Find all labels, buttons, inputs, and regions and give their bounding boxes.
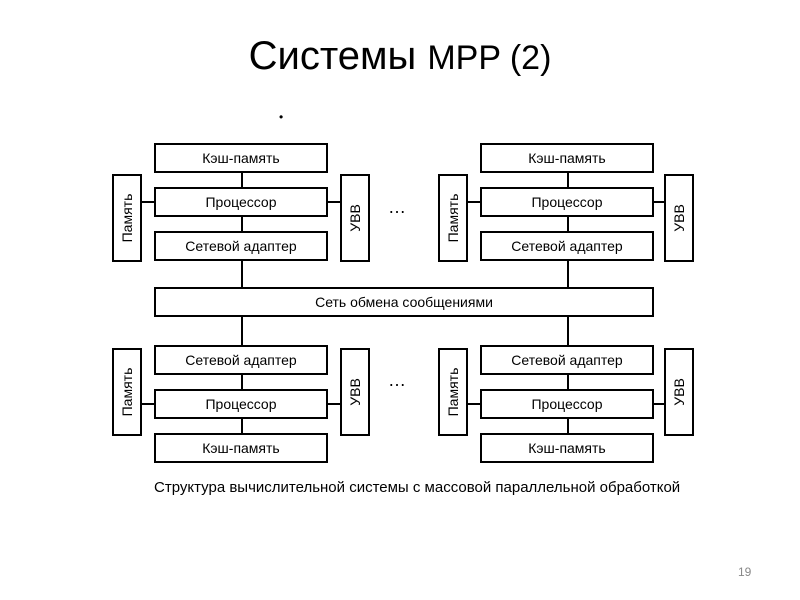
cache-memory-box: Кэш-память [480,143,654,173]
memory-box: Память [438,174,468,262]
memory-box: Память [438,348,468,436]
cache-memory-box: Кэш-память [480,433,654,463]
processor-box: Процессор [154,187,328,217]
connector-line [142,201,154,203]
connector-line [241,419,243,433]
connector-line [241,375,243,389]
connector-line [654,201,664,203]
connector-line [567,217,569,231]
connector-line [241,261,243,287]
network-adapter-box: Сетевой адаптер [154,231,328,261]
memory-label: Память [119,367,135,417]
cache-memory-box: Кэш-память [154,143,328,173]
connector-line [468,201,480,203]
diagram-caption: Структура вычислительной системы с массо… [154,479,681,496]
io-device-box: УВВ [340,348,370,436]
connector-line [328,201,340,203]
cache-memory-box: Кэш-память [154,433,328,463]
io-label: УВВ [347,378,363,406]
bullet-dot: • [279,110,284,124]
connector-line [241,317,243,345]
processor-box: Процессор [480,389,654,419]
connector-line [328,403,340,405]
connector-line [241,217,243,231]
slide-title-main: Системы [248,34,417,78]
connector-line [567,261,569,287]
io-label: УВВ [671,204,687,232]
slide-title: Системы MPP (2) [0,34,800,79]
io-device-box: УВВ [664,348,694,436]
slide-title-suffix: MPP (2) [427,39,552,77]
connector-line [567,317,569,345]
processor-box: Процессор [154,389,328,419]
network-adapter-box: Сетевой адаптер [154,345,328,375]
connector-line [654,403,664,405]
memory-box: Память [112,174,142,262]
io-label: УВВ [347,204,363,232]
memory-label: Память [119,193,135,243]
io-device-box: УВВ [664,174,694,262]
network-adapter-box: Сетевой адаптер [480,345,654,375]
connector-line [567,375,569,389]
message-network-bar: Сеть обмена сообщениями [154,287,654,317]
memory-box: Память [112,348,142,436]
connector-line [567,173,569,187]
connector-line [468,403,480,405]
connector-line [142,403,154,405]
page-number: 19 [738,565,752,579]
ellipsis-top: … [388,197,409,217]
connector-line [567,419,569,433]
network-adapter-box: Сетевой адаптер [480,231,654,261]
memory-label: Память [445,193,461,243]
processor-box: Процессор [480,187,654,217]
memory-label: Память [445,367,461,417]
io-device-box: УВВ [340,174,370,262]
io-label: УВВ [671,378,687,406]
ellipsis-bottom: … [388,370,409,390]
connector-line [241,173,243,187]
